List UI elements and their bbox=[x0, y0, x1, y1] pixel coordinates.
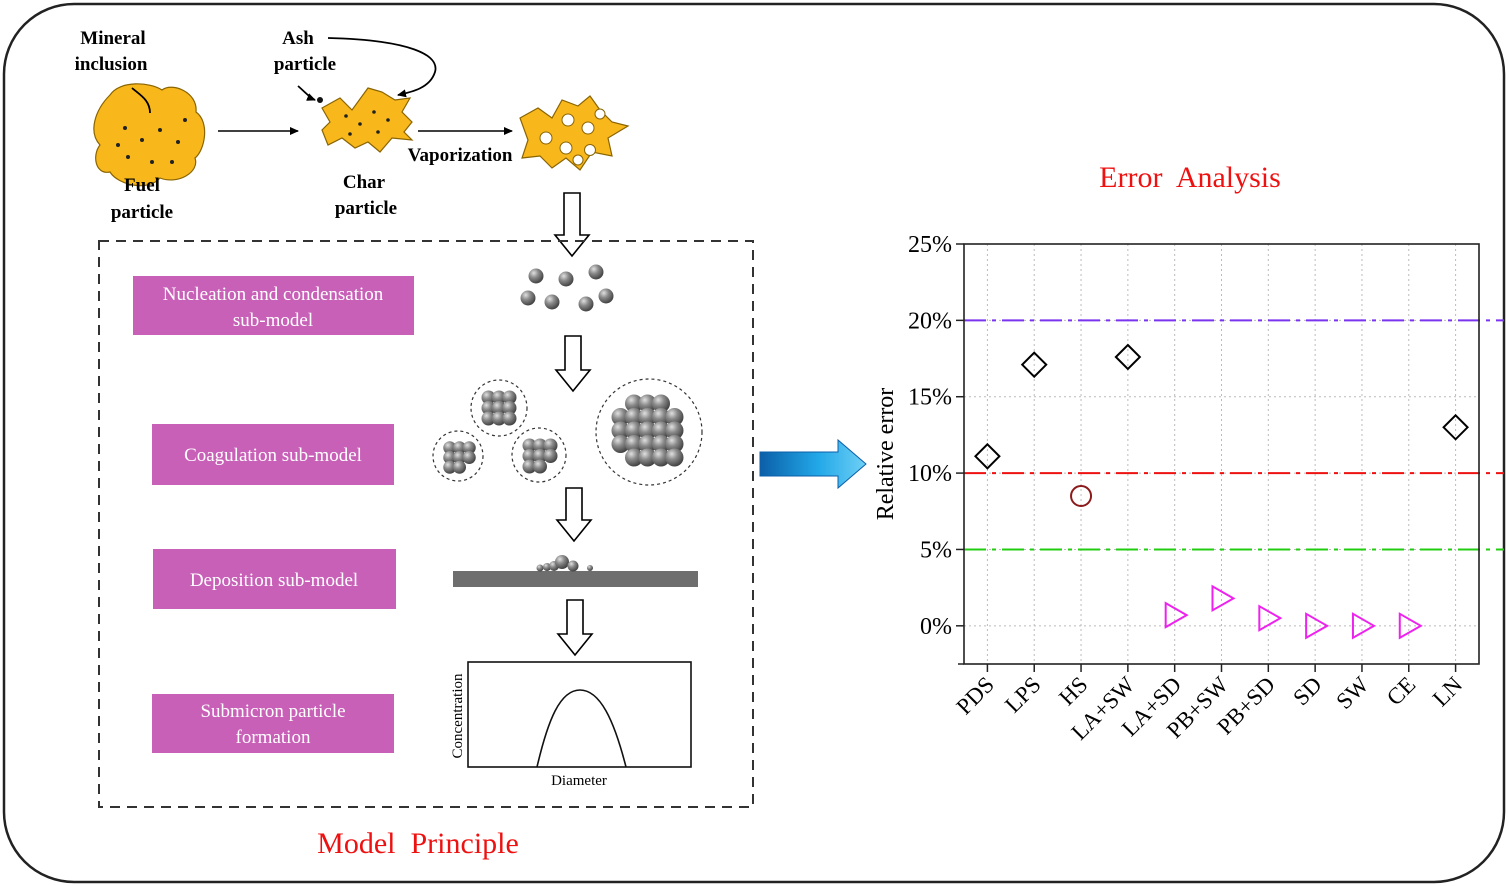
y-tick-label: 5% bbox=[920, 537, 952, 563]
char-particle-label-2: particle bbox=[335, 198, 397, 219]
submodel-nucleation-line-2: sub-model bbox=[233, 310, 313, 331]
mineral-inclusion-label-1: Mineral bbox=[80, 28, 145, 49]
data-point-triangle bbox=[1211, 584, 1236, 613]
mineral-inclusion-label-2: inclusion bbox=[75, 54, 148, 75]
data-point-triangle bbox=[1398, 612, 1423, 640]
vaporization-label: Vaporization bbox=[408, 145, 513, 166]
model-principle-title: Model Principle bbox=[317, 827, 519, 860]
mini-distribution-plot bbox=[467, 661, 692, 768]
coagulation-clusters bbox=[432, 378, 703, 486]
submodel-submicron: Submicron particle formation bbox=[152, 694, 394, 753]
data-point-circle bbox=[1070, 485, 1093, 507]
char-particle bbox=[317, 87, 414, 153]
submodel-nucleation: Nucleation and condensation sub-model bbox=[133, 276, 414, 335]
data-point-triangle bbox=[1258, 604, 1283, 632]
error-analysis-title: Error Analysis bbox=[1099, 161, 1281, 194]
down-arrow-3 bbox=[555, 487, 593, 543]
fuel-particle-label-1: Fuel bbox=[124, 175, 160, 196]
submodel-coagulation: Coagulation sub-model bbox=[152, 424, 394, 485]
ash-particle-return-arrow bbox=[327, 37, 437, 98]
y-tick-label: 15% bbox=[908, 385, 952, 411]
data-point-diamond bbox=[1114, 343, 1142, 371]
char-particle-label-1: Char bbox=[343, 172, 386, 193]
submodel-nucleation-line-1: Nucleation and condensation bbox=[163, 284, 384, 305]
data-point-diamond bbox=[973, 442, 1001, 470]
model-dashed-box bbox=[98, 240, 754, 808]
blue-arrow bbox=[759, 438, 867, 490]
y-tick-label: 25% bbox=[908, 232, 952, 258]
nucleation-particles bbox=[520, 264, 614, 312]
deposition-illustration bbox=[453, 555, 698, 587]
submodel-coagulation-line-1: Coagulation sub-model bbox=[184, 445, 362, 466]
submodel-deposition: Deposition sub-model bbox=[153, 549, 396, 609]
ash-particle-pointer bbox=[297, 85, 316, 101]
y-tick-label: 0% bbox=[920, 614, 952, 640]
submodel-submicron-line-2: formation bbox=[236, 727, 311, 748]
fuel-particle-label-2: particle bbox=[111, 202, 173, 223]
mini-plot-xlabel: Diameter bbox=[551, 773, 607, 789]
chart-ylabel: Relative error bbox=[873, 388, 899, 521]
data-point-triangle bbox=[1164, 601, 1189, 629]
mini-plot-ylabel: Concentration bbox=[450, 673, 466, 758]
down-arrow-2 bbox=[554, 335, 592, 393]
data-point-diamond bbox=[1442, 413, 1470, 441]
down-arrow-4 bbox=[556, 599, 594, 657]
ash-particle-label-1: Ash bbox=[282, 28, 314, 49]
data-point-diamond bbox=[1020, 351, 1048, 379]
mineral-inclusion-pointer bbox=[131, 87, 151, 114]
ash-particle-label-2: particle bbox=[274, 54, 336, 75]
y-tick-label: 20% bbox=[908, 308, 952, 334]
data-point-triangle bbox=[1351, 612, 1376, 640]
data-point-triangle bbox=[1305, 612, 1330, 640]
vaporized-char-particle bbox=[519, 95, 630, 171]
submodel-submicron-line-1: Submicron particle bbox=[200, 701, 345, 722]
submodel-deposition-line-1: Deposition sub-model bbox=[190, 570, 358, 591]
y-tick-label: 10% bbox=[908, 461, 952, 487]
fuel-particle bbox=[93, 83, 206, 187]
